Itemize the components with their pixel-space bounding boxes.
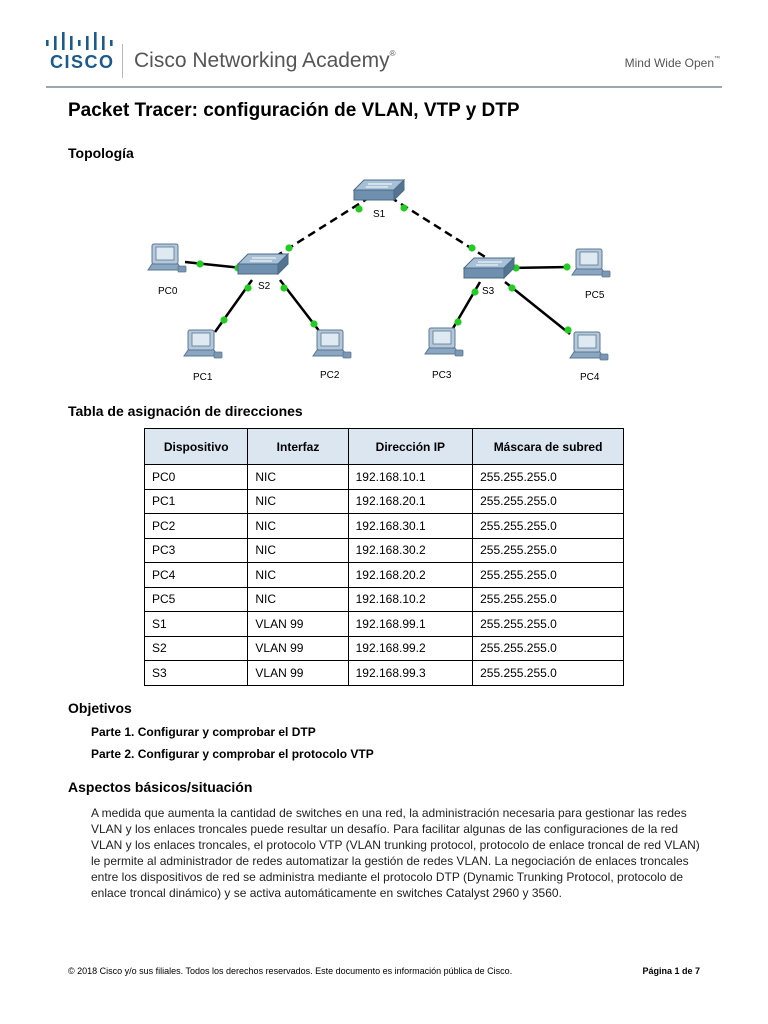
table-cell: PC3 [143, 537, 249, 563]
objective-item: Parte 2. Configurar y comprobar el proto… [91, 747, 374, 761]
address-table-heading: Tabla de asignación de direcciones [68, 403, 303, 419]
switch-s3-icon [463, 257, 515, 279]
table-cell: NIC [247, 586, 349, 612]
table-cell: 255.255.255.0 [472, 586, 624, 612]
document-title: Packet Tracer: configuración de VLAN, VT… [68, 100, 520, 121]
background-paragraph: A medida que aumenta la cantidad de swit… [91, 806, 700, 900]
label-pc2: PC2 [320, 370, 340, 381]
pc0-icon [147, 243, 187, 273]
column-header: Interfaz [247, 428, 349, 465]
switch-s1-icon [353, 179, 405, 201]
objectives-heading: Objetivos [68, 700, 132, 716]
table-cell: S1 [143, 611, 249, 637]
table-cell: 255.255.255.0 [472, 537, 624, 563]
pc2-icon [312, 329, 352, 359]
table-cell: 192.168.20.2 [347, 562, 474, 588]
footer-copyright: © 2018 Cisco y/o sus filiales. Todos los… [68, 966, 513, 976]
table-cell: 192.168.99.1 [347, 611, 474, 637]
background-heading: Aspectos básicos/situación [68, 779, 253, 795]
address-table: Dispositivo Interfaz Dirección IP Máscar… [143, 428, 624, 686]
column-header: Máscara de subred [472, 428, 624, 465]
objective-item: Parte 1. Configurar y comprobar el DTP [91, 725, 316, 739]
label-pc0: PC0 [158, 286, 178, 297]
label-pc3: PC3 [432, 370, 452, 381]
table-cell: VLAN 99 [247, 611, 349, 637]
table-cell: 255.255.255.0 [472, 660, 624, 686]
footer-page-number: Página 1 de 7 [642, 966, 700, 976]
topology-diagram: S1 S2 S3 PC0 PC1 PC2 PC3 PC4 PC5 [147, 179, 611, 383]
table-cell: 255.255.255.0 [472, 513, 624, 539]
switch-s2-icon [237, 253, 289, 275]
table-cell: VLAN 99 [247, 660, 349, 686]
academy-name: Cisco Networking Academy® [134, 49, 396, 72]
table-cell: 192.168.10.2 [347, 586, 474, 612]
table-cell: PC5 [143, 586, 249, 612]
table-cell: 255.255.255.0 [472, 488, 624, 514]
column-header: Dirección IP [347, 428, 474, 465]
label-pc5: PC5 [585, 290, 605, 301]
table-cell: NIC [247, 562, 349, 588]
port-indicators [196, 204, 572, 334]
table-cell: 255.255.255.0 [472, 635, 624, 661]
label-s1: S1 [373, 209, 386, 220]
table-cell: NIC [247, 537, 349, 563]
table-cell: VLAN 99 [247, 635, 349, 661]
table-cell: 255.255.255.0 [472, 611, 624, 637]
trunk-links [269, 195, 491, 262]
tagline: Mind Wide Open™ [624, 56, 720, 70]
table-cell: PC0 [143, 464, 249, 490]
table-cell: PC1 [143, 488, 249, 514]
table-cell: 255.255.255.0 [472, 562, 624, 588]
table-cell: PC2 [143, 513, 249, 539]
label-pc1: PC1 [193, 372, 213, 383]
table-cell: 192.168.10.1 [347, 464, 474, 490]
cisco-logo-word: CISCO [50, 52, 115, 72]
table-cell: 192.168.99.2 [347, 635, 474, 661]
table-cell: NIC [247, 513, 349, 539]
label-s3: S3 [482, 286, 495, 297]
cisco-bridge-logo-icon [46, 32, 113, 50]
table-cell: S3 [143, 660, 249, 686]
pc4-icon [569, 331, 609, 361]
table-cell: 192.168.20.1 [347, 488, 474, 514]
table-cell: NIC [247, 464, 349, 490]
table-cell: 192.168.30.1 [347, 513, 474, 539]
logo-separator [122, 44, 123, 78]
header-rule [46, 86, 722, 88]
table-header-row: Dispositivo Interfaz Dirección IP Máscar… [143, 428, 624, 465]
link-s3-pc4 [504, 281, 571, 335]
page-header: CISCO Cisco Networking Academy® Mind Wid… [0, 0, 768, 90]
table-cell: S2 [143, 635, 249, 661]
pc3-icon [424, 327, 464, 357]
pc1-icon [183, 329, 223, 359]
pc5-icon [571, 248, 611, 278]
table-cell: NIC [247, 488, 349, 514]
column-header: Dispositivo [143, 428, 249, 465]
link-pc0-s2 [184, 260, 243, 270]
table-cell: PC4 [143, 562, 249, 588]
link-s1-s2 [269, 195, 371, 262]
topology-heading: Topología [68, 145, 134, 161]
table-cell: 255.255.255.0 [472, 464, 624, 490]
table-cell: 192.168.30.2 [347, 537, 474, 563]
label-pc4: PC4 [580, 372, 600, 383]
label-s2: S2 [258, 281, 271, 292]
table-cell: 192.168.99.3 [347, 660, 474, 686]
